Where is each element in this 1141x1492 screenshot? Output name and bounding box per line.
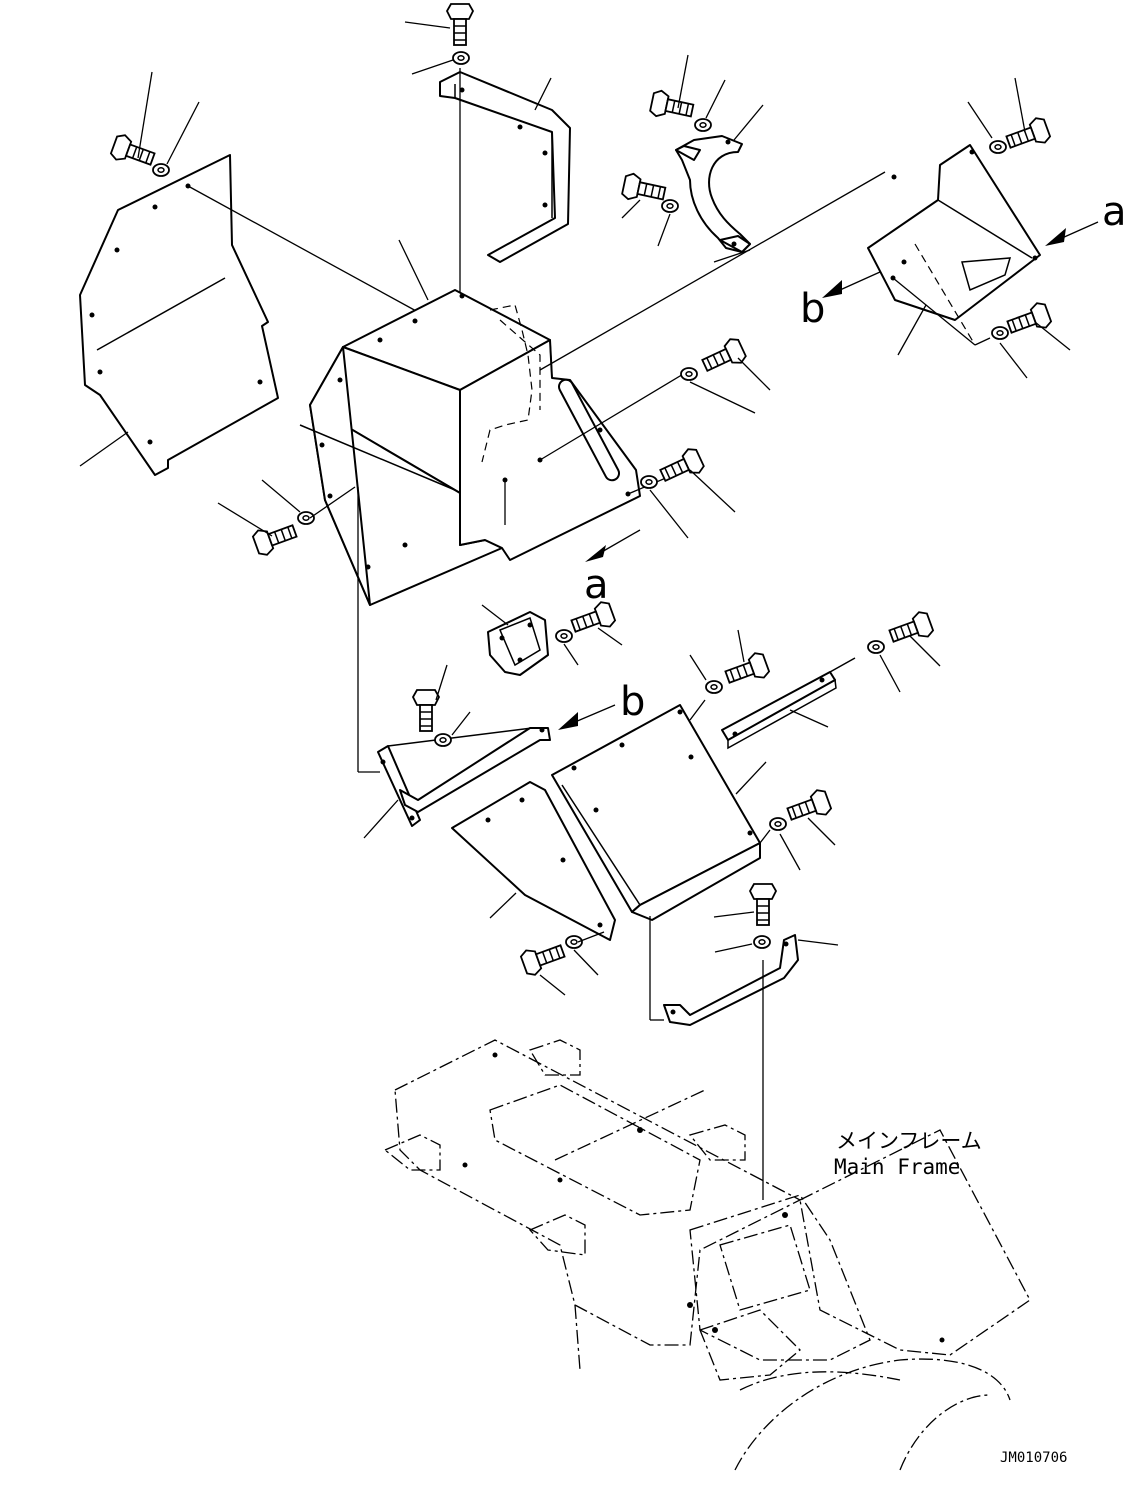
lower-washer-c xyxy=(769,817,787,831)
main-cover-box xyxy=(299,289,641,606)
strap-washer xyxy=(753,935,771,949)
right-angle-bracket xyxy=(867,144,1041,321)
view-letter-a-center: a xyxy=(584,562,609,608)
box-bolt-right-lower xyxy=(656,445,707,489)
strap-bolt xyxy=(749,883,777,926)
view-arrow-a-center: a xyxy=(584,529,641,608)
main-frame-outline xyxy=(383,1039,1031,1471)
strip-washer xyxy=(434,733,452,747)
lower-bolt-c xyxy=(784,786,834,828)
lower-bolt-a xyxy=(722,649,772,691)
drawing-number: JM010706 xyxy=(1000,1450,1067,1466)
top-washer xyxy=(452,51,470,65)
left-side-panel xyxy=(79,154,279,476)
box-washer-left xyxy=(297,511,315,525)
clamp-strap xyxy=(675,135,751,253)
right-bracket-bolt-lower xyxy=(1004,299,1054,341)
lower-bolt-b xyxy=(886,608,936,650)
bottom-support-strap xyxy=(663,934,799,1026)
angle-bracket-strip xyxy=(377,727,551,827)
clamp-bolt-lower xyxy=(620,171,668,208)
angle-bar-right xyxy=(721,657,856,750)
right-bracket-washer-lower xyxy=(991,326,1009,340)
top-bolt xyxy=(446,3,474,46)
lower-washer-b xyxy=(867,640,885,654)
plate-washer xyxy=(555,629,573,643)
left-panel-washer xyxy=(152,163,170,177)
right-bracket-washer-upper xyxy=(989,140,1007,154)
right-bracket-bolt-upper xyxy=(1003,114,1053,156)
box-washer-right-lower xyxy=(640,475,658,489)
left-panel-bolt xyxy=(108,131,158,173)
view-arrow-a-top: a xyxy=(1045,189,1127,246)
lower-right-plate xyxy=(551,704,761,921)
top-u-bracket xyxy=(439,71,571,263)
view-arrow-b-left: b xyxy=(800,271,881,332)
clamp-washer-lower xyxy=(661,199,679,213)
lower-bolt-d xyxy=(518,937,568,979)
view-letter-b-left: b xyxy=(800,286,825,332)
lower-washer-a xyxy=(705,680,723,694)
strip-bolt xyxy=(412,689,440,732)
small-mount-plate xyxy=(487,611,549,676)
main-frame-label-jp: メインフレーム xyxy=(836,1129,982,1153)
view-arrow-b-bottom: b xyxy=(558,679,645,730)
lower-left-plate xyxy=(451,781,616,941)
clamp-bolt-upper xyxy=(648,88,696,125)
clamp-washer-upper xyxy=(694,118,712,132)
box-bolt-left xyxy=(250,517,300,559)
box-washer-right-upper xyxy=(680,367,698,381)
main-frame-label-en: Main Frame xyxy=(834,1155,960,1179)
view-letter-b-bottom: b xyxy=(620,679,645,725)
box-bolt-right-upper xyxy=(698,335,749,379)
view-letter-a-top: a xyxy=(1102,189,1127,235)
